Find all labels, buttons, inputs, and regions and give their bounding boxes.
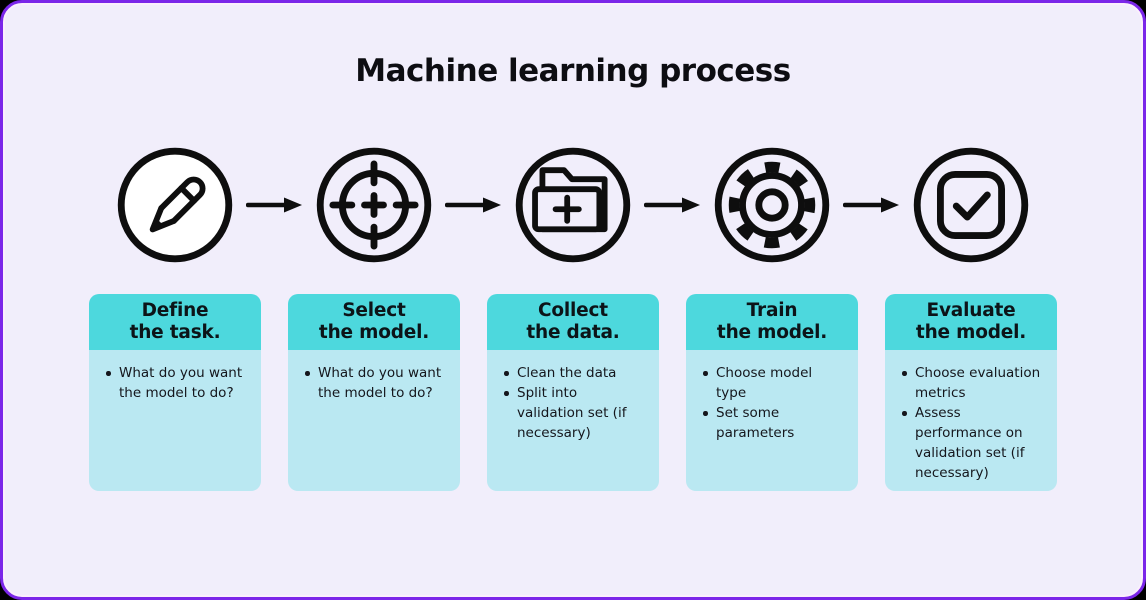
gear-icon	[714, 147, 830, 263]
target-icon	[316, 147, 432, 263]
step-card-title: Collect the data.	[487, 294, 659, 350]
step-icon-select	[288, 147, 460, 263]
step-card: Select the model. What do you want the m…	[288, 294, 460, 491]
page-title: Machine learning process	[355, 53, 791, 89]
bullet-item: What do you want the model to do?	[302, 363, 447, 403]
bullet-list: What do you want the model to do?	[103, 363, 248, 403]
bullet-item: Set some parameters	[700, 403, 845, 443]
arrow-right-icon	[444, 197, 501, 213]
step-cards-row: Define the task. What do you want the mo…	[89, 294, 1057, 491]
bullet-item: Clean the data	[501, 363, 646, 383]
step-icon-collect	[487, 147, 659, 263]
flow-arrow-1	[245, 147, 302, 263]
step-card-body: What do you want the model to do?	[89, 350, 261, 491]
step-icon-train	[686, 147, 858, 263]
folder-plus-icon	[515, 147, 631, 263]
checkbox-check-icon	[913, 147, 1029, 263]
step-icon-define	[89, 147, 261, 263]
bullet-item: Assess performance on validation set (if…	[899, 403, 1044, 483]
step-card-title: Select the model.	[288, 294, 460, 350]
bullet-item: Choose evaluation metrics	[899, 363, 1044, 403]
bullet-list: What do you want the model to do?	[302, 363, 447, 403]
step-card: Evaluate the model. Choose evaluation me…	[885, 294, 1057, 491]
icon-flow-row	[89, 147, 1057, 263]
pencil-icon	[117, 147, 233, 263]
bullet-item: Choose model type	[700, 363, 845, 403]
flow-arrow-3	[643, 147, 700, 263]
arrow-right-icon	[245, 197, 302, 213]
arrow-right-icon	[643, 197, 700, 213]
bullet-item: Split into validation set (if necessary)	[501, 383, 646, 443]
step-card-title: Define the task.	[89, 294, 261, 350]
step-icon-evaluate	[885, 147, 1057, 263]
bullet-item: What do you want the model to do?	[103, 363, 248, 403]
step-card-title: Train the model.	[686, 294, 858, 350]
flow-arrow-4	[842, 147, 899, 263]
step-card-body: What do you want the model to do?	[288, 350, 460, 491]
step-card: Define the task. What do you want the mo…	[89, 294, 261, 491]
arrow-right-icon	[842, 197, 899, 213]
step-card-title: Evaluate the model.	[885, 294, 1057, 350]
flow-arrow-2	[444, 147, 501, 263]
